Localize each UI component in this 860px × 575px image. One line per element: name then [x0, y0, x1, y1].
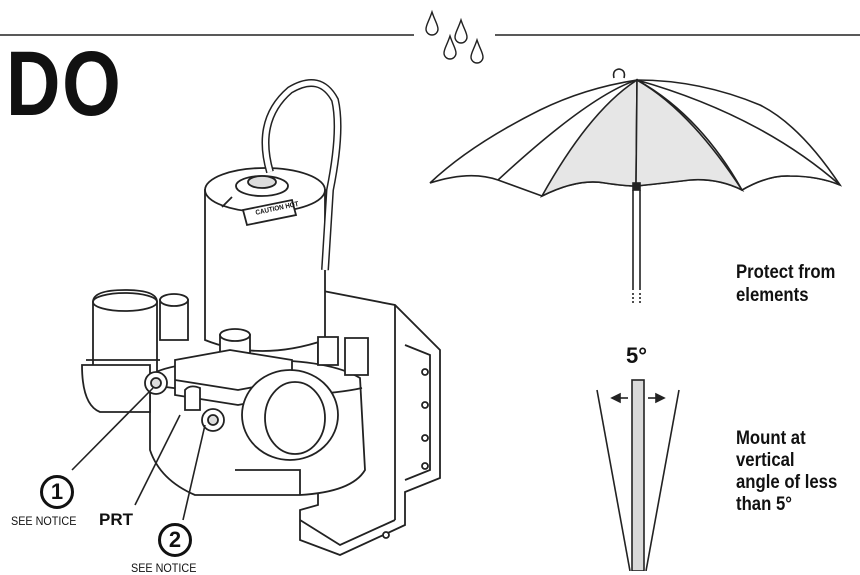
- callout-note-2: SEE NOTICE: [131, 561, 197, 575]
- callout-number-2: 2: [158, 523, 192, 557]
- mount-line-2: vertical: [736, 450, 795, 471]
- leader-lines: [71, 387, 206, 521]
- protect-line-1: Protect from: [736, 262, 836, 283]
- angle-value: 5°: [626, 343, 648, 368]
- mount-line-4: than 5°: [736, 494, 792, 515]
- raindrops-icon: [425, 9, 484, 64]
- prt-label: PRT: [99, 510, 133, 529]
- mount-line-3: angle of less: [736, 472, 838, 493]
- callout-number-1: 1: [40, 475, 74, 509]
- mount-line-1: Mount at: [736, 428, 806, 449]
- pump-unit: [81, 78, 441, 556]
- protect-line-2: elements: [736, 285, 809, 306]
- angle-diagram: [596, 379, 680, 571]
- callout-note-1: SEE NOTICE: [11, 514, 77, 528]
- page-title: DO: [6, 33, 123, 135]
- umbrella-icon: [429, 68, 843, 305]
